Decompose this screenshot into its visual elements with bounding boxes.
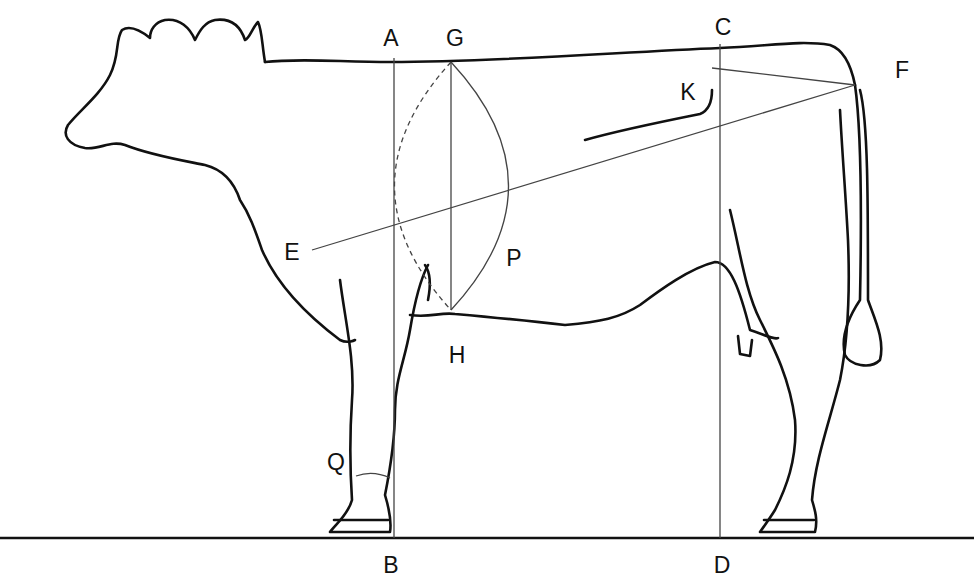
measure-line bbox=[719, 44, 720, 538]
measure-line bbox=[393, 58, 394, 538]
point-letter: P bbox=[506, 247, 521, 270]
back-line bbox=[265, 43, 855, 85]
point-letter: G bbox=[446, 27, 464, 50]
belly-line bbox=[410, 262, 778, 338]
hoof-lines bbox=[334, 519, 814, 522]
point-letter: E bbox=[284, 241, 299, 264]
front-leg bbox=[330, 265, 428, 532]
measure-line bbox=[312, 85, 855, 250]
cannon-girth-arc bbox=[356, 473, 390, 478]
measure-line bbox=[712, 68, 855, 85]
point-letter: Q bbox=[327, 451, 345, 474]
measure-line bbox=[450, 62, 451, 310]
head-outline bbox=[66, 20, 355, 342]
point-letter: H bbox=[449, 344, 466, 367]
point-letter: F bbox=[895, 59, 909, 82]
girth-arc bbox=[451, 62, 509, 310]
point-letter: B bbox=[383, 554, 398, 577]
point-letter: D bbox=[714, 554, 731, 577]
ground-line bbox=[0, 537, 974, 540]
udder-teats bbox=[738, 336, 752, 356]
point-letter: C bbox=[715, 16, 732, 39]
rear-leg bbox=[730, 110, 849, 532]
point-letter: A bbox=[383, 27, 398, 50]
point-letter: K bbox=[680, 81, 695, 104]
girth-arc-hidden bbox=[395, 62, 452, 310]
tail bbox=[844, 85, 882, 365]
